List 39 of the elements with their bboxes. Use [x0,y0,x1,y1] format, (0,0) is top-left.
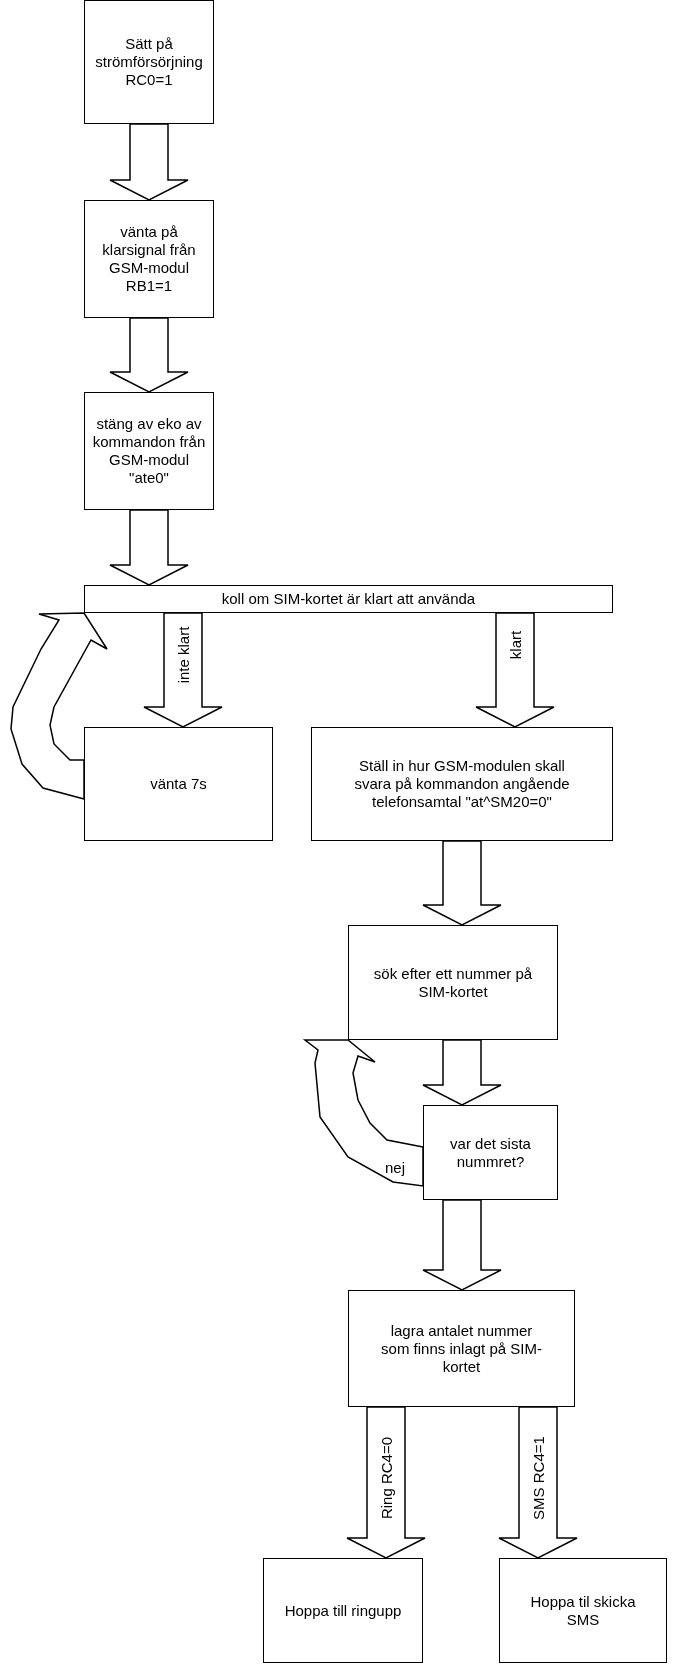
edge-label: nej [385,1158,405,1176]
box-text: var det sista nummret? [449,1134,532,1171]
process-box [311,727,613,841]
process-box [499,1558,667,1663]
box-text: stäng av eko av kommandon från GSM-modul "ate0" [91,415,207,487]
box-text: lagra antalet nummer som finns inlagt på SIM-kortet [380,1321,543,1376]
block-arrow [422,840,502,926]
block-arrow [422,1039,502,1106]
box-text: vänta på klarsignal från GSM-modul RB1=1 [101,223,197,295]
block-arrow [302,1039,424,1187]
box-text: Hoppa till ringupp [284,1601,402,1620]
block-arrow [422,1199,502,1291]
process-box [84,392,214,510]
box-text: Hoppa til skicka SMS [529,1592,637,1629]
box-text: koll om SIM-kortet är klart att använda [221,590,476,608]
block-arrow [109,317,189,393]
process-box [348,1290,575,1407]
block-arrow [346,1406,426,1559]
edge-label: SMS RC4=1 [529,1436,547,1520]
block-arrow [109,509,189,586]
process-box [348,925,558,1040]
process-box [84,585,613,613]
process-box [84,727,273,841]
process-box [423,1105,558,1200]
box-text: Sätt på strömförsörjning RC0=1 [94,35,204,89]
block-arrow [143,612,223,728]
box-text: Ställ in hur GSM-modulen skall svara på kommandon angående telefonsamtal "at^SM20=0" [353,757,571,811]
process-box [84,200,214,318]
block-arrow [109,123,189,201]
edge-label: klart [506,630,524,660]
edge-label: inte klart [174,626,192,684]
box-text: sök efter ett nummer på SIM-kortet [372,964,534,1001]
block-arrow [475,612,555,728]
box-text: vänta 7s [150,775,207,793]
block-arrow [10,612,108,800]
process-box [84,0,214,124]
block-arrow [498,1406,578,1559]
process-box [263,1558,423,1663]
edge-label: Ring RC4=0 [377,1436,395,1520]
